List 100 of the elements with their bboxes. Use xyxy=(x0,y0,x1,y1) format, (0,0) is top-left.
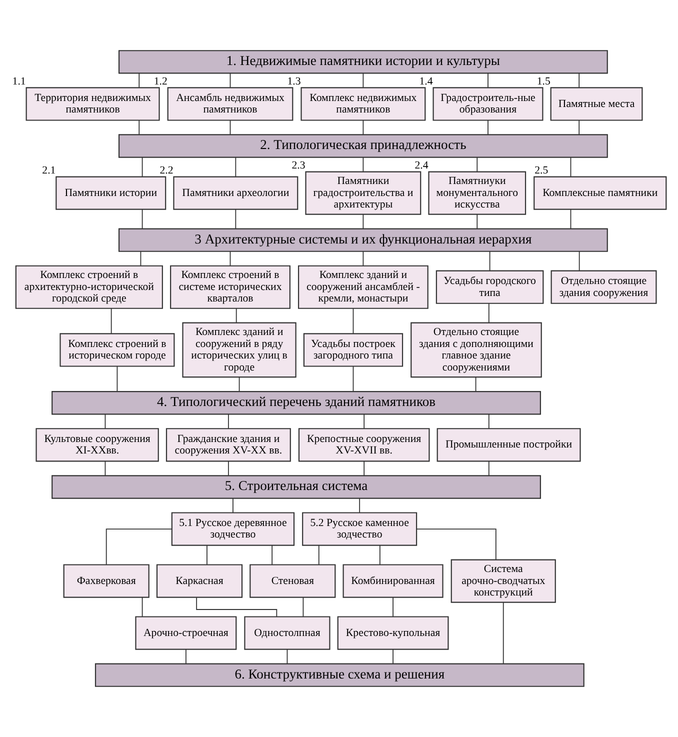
node-box: Памятные места xyxy=(550,87,643,121)
node-box: Памятниуки монументального искусства xyxy=(428,171,526,215)
node-box: Усадьбы городского типа xyxy=(436,270,544,304)
node-box: 6. Конструктивные схема и решения xyxy=(94,663,584,687)
node-box: Территория недвижимых памятников xyxy=(26,87,160,121)
connector xyxy=(502,602,504,664)
connector xyxy=(228,414,229,430)
connector xyxy=(230,72,231,88)
node-label: 1.5 xyxy=(536,76,550,88)
node-box: Фахверковая xyxy=(63,564,150,598)
node-box: Градостроитель-ные образования xyxy=(432,87,544,121)
connector xyxy=(489,251,490,272)
connector xyxy=(476,214,478,230)
connector xyxy=(104,414,106,430)
connector xyxy=(352,366,354,392)
node-box: Комплекс строений в системе исторических кварталов xyxy=(170,265,290,309)
connector xyxy=(488,414,490,430)
connector xyxy=(142,597,143,617)
connector xyxy=(475,376,476,392)
node-box: Гражданские здания и сооружения XV-XX вв. xyxy=(166,428,291,462)
connector xyxy=(106,528,172,566)
node-box: Комплекс зданий и сооружений ансамблей - кремли, монастыри xyxy=(298,265,428,309)
node-box: 5.1 Русское деревянное зодчество xyxy=(171,512,295,546)
node-box: 3 Архитектурные системы и их функциональная иерархия xyxy=(118,228,608,252)
connector xyxy=(379,545,380,565)
node-box: Памятники градостроительства и архитектуры xyxy=(305,171,422,215)
node-box: Памятники археологии xyxy=(173,176,298,210)
node-box: Каркасная xyxy=(156,564,243,598)
connector xyxy=(392,648,394,664)
node-label: 1.3 xyxy=(287,76,301,88)
node-box: 4. Типологический перечень зданий памятников xyxy=(52,391,541,415)
node-box: Комплексные памятники xyxy=(534,176,667,210)
connector xyxy=(392,597,394,617)
node-box: Крестово-купольная xyxy=(337,616,449,650)
node-box: Отдельно стоящие здания сооружения xyxy=(550,270,657,304)
connector xyxy=(578,72,580,88)
connector xyxy=(142,209,143,230)
connector xyxy=(364,414,365,430)
connector xyxy=(230,120,231,136)
node-label: 1.4 xyxy=(419,76,433,88)
connector xyxy=(116,366,118,392)
node-box: Отдельно стоящие здания с дополняющими главное здание сооружениями xyxy=(410,322,542,378)
node-label: 2.2 xyxy=(160,164,174,177)
node-box: Система арочно-сводчатых конструкций xyxy=(450,559,556,603)
connector xyxy=(232,498,234,514)
connector xyxy=(578,251,580,272)
node-box: Ансамбль недвижимых памятников xyxy=(167,87,294,121)
connector xyxy=(362,214,364,230)
connector xyxy=(138,120,140,136)
connector xyxy=(362,156,364,172)
node-label: 1.2 xyxy=(154,76,168,88)
connector xyxy=(286,648,288,664)
connector xyxy=(362,251,364,266)
node-box: Стеновая xyxy=(250,564,336,598)
connector xyxy=(138,72,140,88)
connector xyxy=(272,545,273,565)
node-box: Комплекс зданий и сооружений в ряду исторических улиц в городе xyxy=(182,322,296,378)
connector xyxy=(359,498,360,514)
node-label: 1.1 xyxy=(12,76,26,88)
connector xyxy=(364,460,365,476)
connector xyxy=(416,528,496,560)
connector xyxy=(236,308,237,324)
node-box: Крепостные сооружения XV-XVII вв. xyxy=(298,428,430,462)
node-box: Усадьбы построек загородного типа xyxy=(303,333,404,367)
node-label: 2.3 xyxy=(292,160,306,172)
node-box: Культовые сооружения XI-XXвв. xyxy=(36,428,159,462)
node-label: 2.1 xyxy=(42,164,56,177)
node-label: 2.5 xyxy=(534,164,548,177)
node-box: Комплекс недвижимых памятников xyxy=(300,87,426,121)
connector xyxy=(488,460,490,476)
node-box: 5. Строительная система xyxy=(52,475,541,499)
node-box: Арочно-строечная xyxy=(135,616,237,650)
connector xyxy=(352,308,354,334)
connector xyxy=(318,545,320,565)
connector xyxy=(142,156,143,178)
connector xyxy=(578,120,580,136)
node-box: Промышленные постройки xyxy=(436,428,581,462)
connector xyxy=(362,120,364,136)
connector xyxy=(206,545,208,565)
node-box: 5.2 Русское каменное зодчество xyxy=(302,512,418,546)
node-box: Комбинированная xyxy=(342,564,444,598)
connector xyxy=(235,209,236,230)
connector xyxy=(185,648,186,664)
connector xyxy=(238,376,240,392)
connector xyxy=(476,156,478,172)
node-box: Одностолпная xyxy=(244,616,330,650)
node-box: 2. Типологическая принадлежность xyxy=(118,134,608,158)
connector xyxy=(230,251,231,266)
connector xyxy=(570,209,572,230)
node-box: 1. Недвижимые памятники истории и культуры xyxy=(118,50,608,74)
node-label: 2.4 xyxy=(414,160,428,172)
connector xyxy=(140,251,142,266)
connector xyxy=(228,460,229,476)
connector xyxy=(302,597,304,617)
connector xyxy=(110,308,112,334)
connector xyxy=(362,72,364,88)
connector xyxy=(488,303,490,324)
connector xyxy=(570,156,572,178)
connector xyxy=(104,460,106,476)
node-box: Памятники истории xyxy=(56,176,166,210)
